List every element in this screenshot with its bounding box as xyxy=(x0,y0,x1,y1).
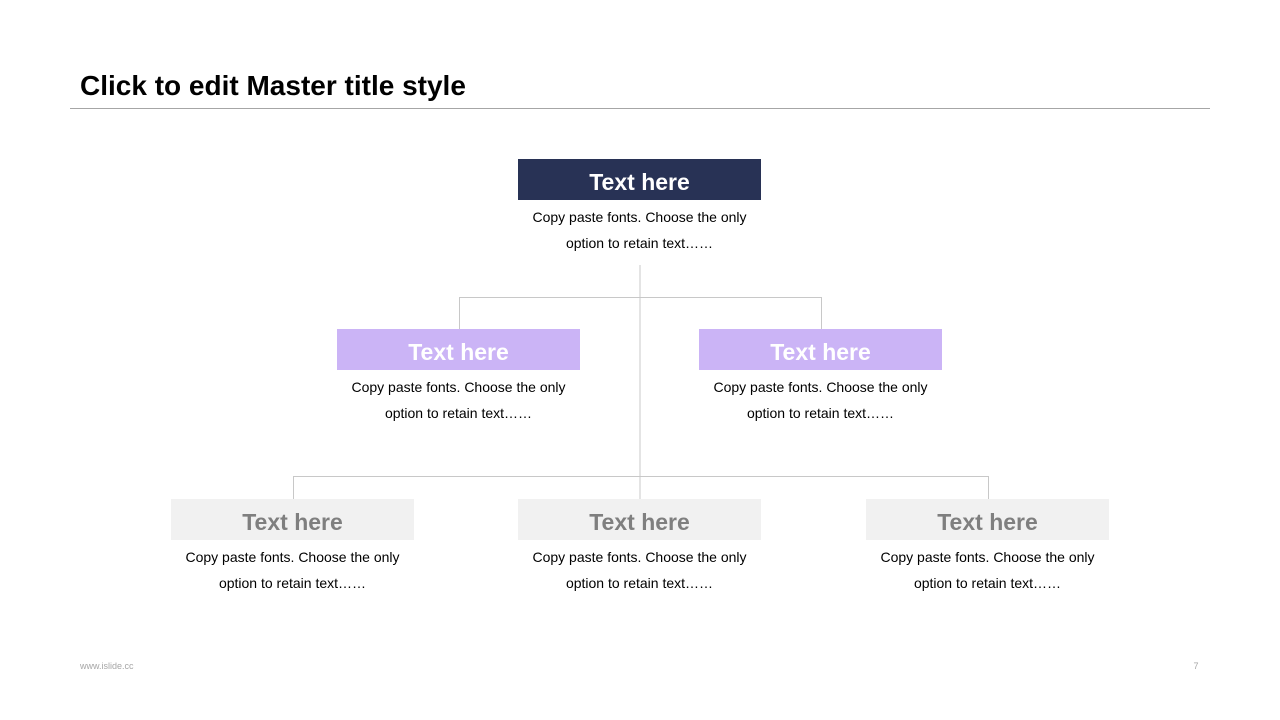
node-bottom-center-description: Copy paste fonts. Choose the only option… xyxy=(532,549,747,591)
node-top-description: Copy paste fonts. Choose the only option… xyxy=(532,209,747,251)
title-underline xyxy=(70,108,1210,109)
node-mid-left-header[interactable]: Text here xyxy=(337,329,580,370)
footer-page-number: 7 xyxy=(1193,661,1199,671)
node-mid-right-description: Copy paste fonts. Choose the only option… xyxy=(713,379,928,421)
footer-website: www.islide.cc xyxy=(80,661,134,671)
slide-title[interactable]: Click to edit Master title style xyxy=(80,70,466,101)
node-mid-left-description: Copy paste fonts. Choose the only option… xyxy=(351,379,566,421)
node-mid-right-header[interactable]: Text here xyxy=(699,329,942,370)
node-top-header[interactable]: Text here xyxy=(518,159,761,200)
node-bottom-right-description: Copy paste fonts. Choose the only option… xyxy=(880,549,1095,591)
node-bottom-left-description: Copy paste fonts. Choose the only option… xyxy=(185,549,400,591)
node-bottom-center[interactable]: Text here Copy paste fonts. Choose the o… xyxy=(518,499,761,596)
node-mid-right[interactable]: Text here Copy paste fonts. Choose the o… xyxy=(699,329,942,426)
node-bottom-right[interactable]: Text here Copy paste fonts. Choose the o… xyxy=(866,499,1109,596)
node-bottom-right-header[interactable]: Text here xyxy=(866,499,1109,540)
node-mid-left[interactable]: Text here Copy paste fonts. Choose the o… xyxy=(337,329,580,426)
node-bottom-left[interactable]: Text here Copy paste fonts. Choose the o… xyxy=(171,499,414,596)
node-bottom-center-header[interactable]: Text here xyxy=(518,499,761,540)
node-top[interactable]: Text here Copy paste fonts. Choose the o… xyxy=(518,159,761,256)
node-bottom-left-header[interactable]: Text here xyxy=(171,499,414,540)
